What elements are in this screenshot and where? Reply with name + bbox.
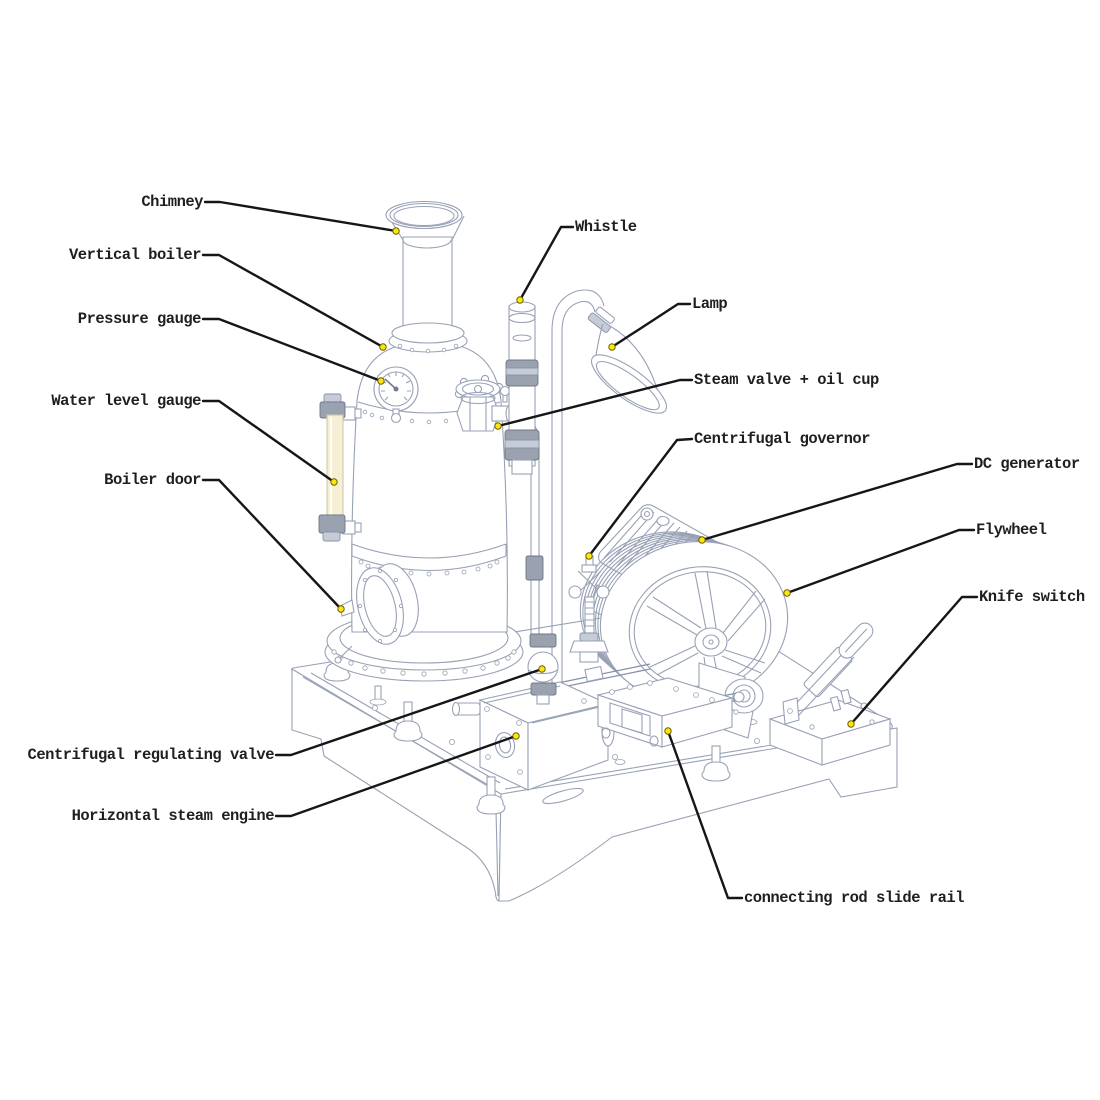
centrifugal-regulating-valve-illustration — [527, 633, 559, 705]
dot-chimney — [392, 227, 400, 235]
leader-vertical-boiler — [201, 253, 385, 349]
dot-lamp — [608, 343, 616, 351]
label-whistle: Whistle — [575, 218, 637, 236]
label-flywheel: Flywheel — [976, 521, 1047, 539]
dot-centrifugal-governor — [585, 552, 593, 560]
vertical-boiler-illustration — [318, 200, 524, 682]
leader-centrifugal-governor — [587, 437, 694, 558]
dot-boiler-door — [337, 605, 345, 613]
leader-horizontal-steam-engine — [274, 734, 518, 818]
water-level-gauge-illustration — [318, 393, 362, 542]
whistle-illustration — [504, 301, 540, 475]
label-vertical-boiler: Vertical boiler — [69, 246, 201, 264]
label-boiler-door: Boiler door — [104, 471, 201, 489]
leader-chimney — [203, 200, 398, 233]
chimney-illustration — [385, 200, 468, 354]
label-steam-valve-oil-cup: Steam valve + oil cup — [694, 371, 879, 389]
dot-whistle — [516, 296, 524, 304]
leader-connecting-rod-slide-rail — [666, 729, 744, 900]
label-lamp: Lamp — [692, 295, 727, 313]
leader-steam-valve-oil-cup — [496, 378, 694, 428]
dot-water-level-gauge — [330, 478, 338, 486]
label-horizontal-steam-engine: Horizontal steam engine — [72, 807, 275, 825]
label-centrifugal-regulating-valve: Centrifugal regulating valve — [28, 746, 275, 764]
leader-whistle — [518, 225, 575, 302]
leader-lamp — [610, 302, 692, 349]
lamp-illustration — [545, 289, 668, 694]
dot-connecting-rod-slide-rail — [664, 727, 672, 735]
centrifugal-governor-illustration — [568, 555, 610, 663]
label-connecting-rod-slide-rail: connecting rod slide rail — [744, 889, 964, 907]
pressure-gauge-illustration — [373, 366, 419, 424]
label-water-level-gauge: Water level gauge — [51, 392, 201, 410]
dot-steam-valve-oil-cup — [494, 422, 502, 430]
knife-switch-illustration — [768, 622, 892, 766]
leader-flywheel — [785, 528, 976, 595]
boiler-door-illustration — [334, 563, 419, 664]
slide-rail-illustration — [595, 677, 735, 748]
label-dc-generator: DC generator — [974, 455, 1080, 473]
leader-water-level-gauge — [201, 399, 336, 484]
leader-boiler-door — [201, 478, 343, 611]
leader-knife-switch — [849, 595, 979, 726]
dot-pressure-gauge — [377, 377, 385, 385]
dot-centrifugal-regulating-valve — [538, 665, 546, 673]
dot-flywheel — [783, 589, 791, 597]
label-knife-switch: Knife switch — [979, 588, 1085, 606]
dot-vertical-boiler — [379, 343, 387, 351]
leader-centrifugal-regulating-valve — [274, 667, 544, 757]
leader-dc-generator — [700, 462, 974, 542]
label-centrifugal-governor: Centrifugal governor — [694, 430, 870, 448]
leader-pressure-gauge — [201, 317, 383, 383]
dot-knife-switch — [847, 720, 855, 728]
dot-dc-generator — [698, 536, 706, 544]
label-pressure-gauge: Pressure gauge — [78, 310, 201, 328]
dot-horizontal-steam-engine — [512, 732, 520, 740]
label-chimney: Chimney — [141, 193, 203, 211]
